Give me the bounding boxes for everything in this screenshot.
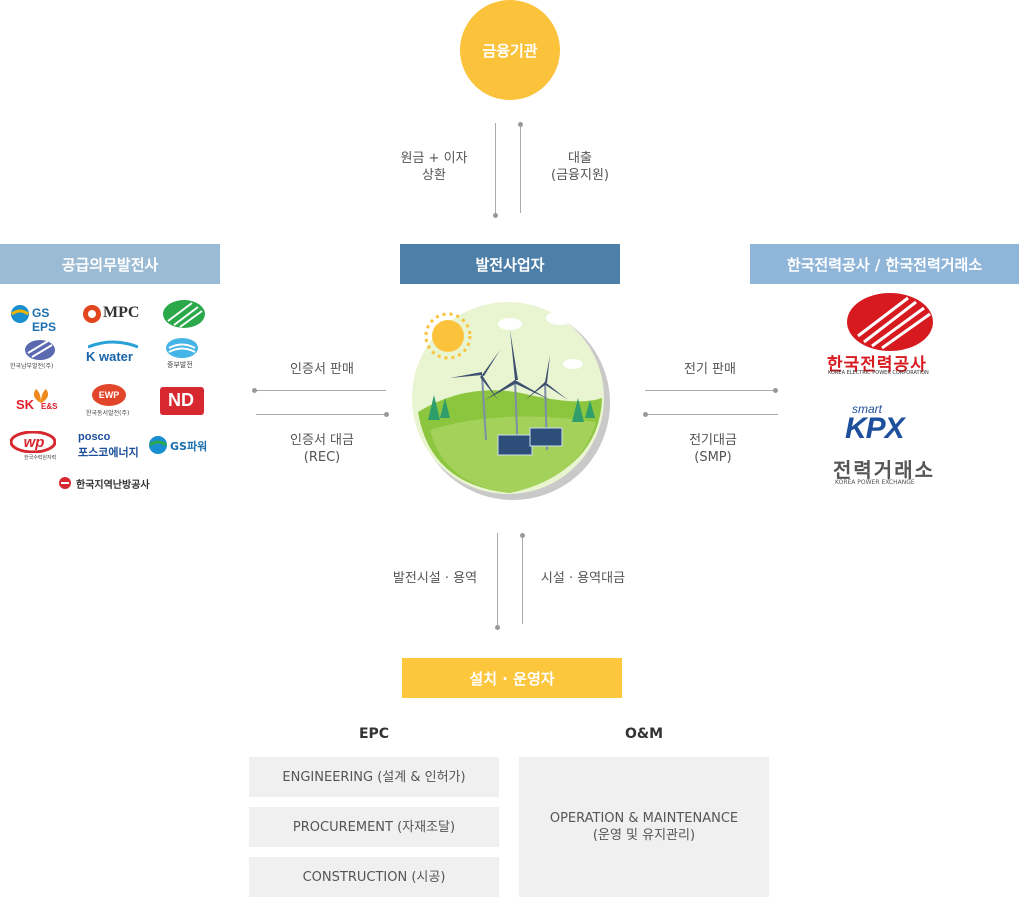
- mpc-icon: [83, 305, 101, 323]
- kdhc-logo: 한국지역난방공사: [58, 475, 168, 491]
- kewp-icon: EWP: [92, 384, 126, 406]
- solar-wind-illustration: [412, 302, 610, 500]
- cert-sale-dot: [252, 388, 257, 393]
- epc-procurement: PROCUREMENT (자재조달): [249, 807, 499, 847]
- power-payment-label: 전기대금 (SMP): [689, 433, 737, 465]
- installer-node: 설치 · 운영자: [402, 658, 622, 698]
- kwp-icon: wp: [10, 431, 56, 453]
- epc-construction: CONSTRUCTION (시공): [249, 857, 499, 897]
- kepco-logo: 한국전력공사 KOREA ELECTRIC POWER CORPORATION: [815, 292, 965, 382]
- sun-icon: [424, 312, 472, 360]
- kwater-logo: K water: [84, 339, 144, 369]
- cert-sale-label: 인증서 판매: [290, 362, 354, 377]
- cert-payment-line: [256, 414, 386, 415]
- obligated-logos: GS EPS MPC 한국남부발전(주) K water 중부발전 SK E&S…: [0, 295, 220, 495]
- kwater-icon: [88, 340, 138, 349]
- gs-eps-icon: [11, 305, 29, 323]
- komipo-icon: [166, 338, 198, 358]
- facility-service-label: 발전시설 · 용역: [392, 571, 478, 586]
- obligated-node: 공급의무발전사: [0, 244, 220, 284]
- sk-es-logo: SK E&S: [16, 387, 66, 415]
- solar-panel-icon: [497, 427, 563, 456]
- mpc-logo: MPC: [82, 303, 152, 325]
- kospo-logo: [163, 300, 205, 328]
- gs-power-icon: [149, 436, 167, 454]
- kepco-icon: [847, 293, 933, 351]
- svg-text:wp: wp: [24, 434, 45, 451]
- komipo-logo: 중부발전: [160, 337, 204, 371]
- facility-arrow-dot: [495, 625, 500, 630]
- svg-text:EWP: EWP: [99, 390, 120, 400]
- loan-arrow-dot: [518, 122, 523, 127]
- cert-sale-line: [256, 390, 386, 391]
- sk-butterfly-icon: [33, 389, 49, 403]
- kdhc-icon: [59, 477, 71, 489]
- power-sale-dot: [773, 388, 778, 393]
- kwp-logo: wp 한국수력원자력: [10, 431, 60, 463]
- kpx-logo: smart KPX 전력거래소 KOREA POWER EXCHANGE: [833, 402, 935, 486]
- power-payment-dot: [643, 412, 648, 417]
- loan-label: 대출 (금융지원): [551, 151, 609, 183]
- kepco-kpx-node: 한국전력공사 / 한국전력거래소: [750, 244, 1019, 284]
- facility-payment-arrow-line: [522, 536, 523, 624]
- power-sale-line: [645, 390, 775, 391]
- repay-arrow-dot: [493, 213, 498, 218]
- facility-payment-arrow-dot: [520, 533, 525, 538]
- posco-energy-logo: posco 포스코에너지: [78, 431, 139, 459]
- kewp-logo: EWP 한국동서발전(주): [86, 383, 136, 417]
- gs-eps-logo: GS EPS: [10, 303, 76, 334]
- finance-node: 금융기관: [460, 0, 560, 100]
- nd-logo: ND: [160, 387, 204, 415]
- kosep-logo: 한국남부발전(주): [10, 339, 70, 371]
- repay-label: 원금 + 이자 상환: [400, 151, 468, 183]
- facility-payment-label: 시설 · 용역대금: [540, 571, 626, 586]
- epc-engineering: ENGINEERING (설계 & 인허가): [249, 757, 499, 797]
- loan-arrow-line: [520, 125, 521, 213]
- epc-heading: EPC: [358, 726, 390, 742]
- generator-node: 발전사업자: [400, 244, 620, 284]
- power-sale-label: 전기 판매: [684, 362, 736, 377]
- cert-payment-label: 인증서 대금 (REC): [290, 433, 354, 465]
- repay-arrow-line: [495, 123, 496, 215]
- power-payment-line: [645, 414, 778, 415]
- om-description: OPERATION & MAINTENANCE (운영 및 유지관리): [519, 757, 769, 897]
- gs-power-logo: GS파워: [148, 435, 210, 459]
- kosep-icon: [25, 340, 55, 360]
- facility-arrow-line: [497, 533, 498, 625]
- cert-payment-dot: [384, 412, 389, 417]
- om-heading: O&M: [624, 726, 664, 742]
